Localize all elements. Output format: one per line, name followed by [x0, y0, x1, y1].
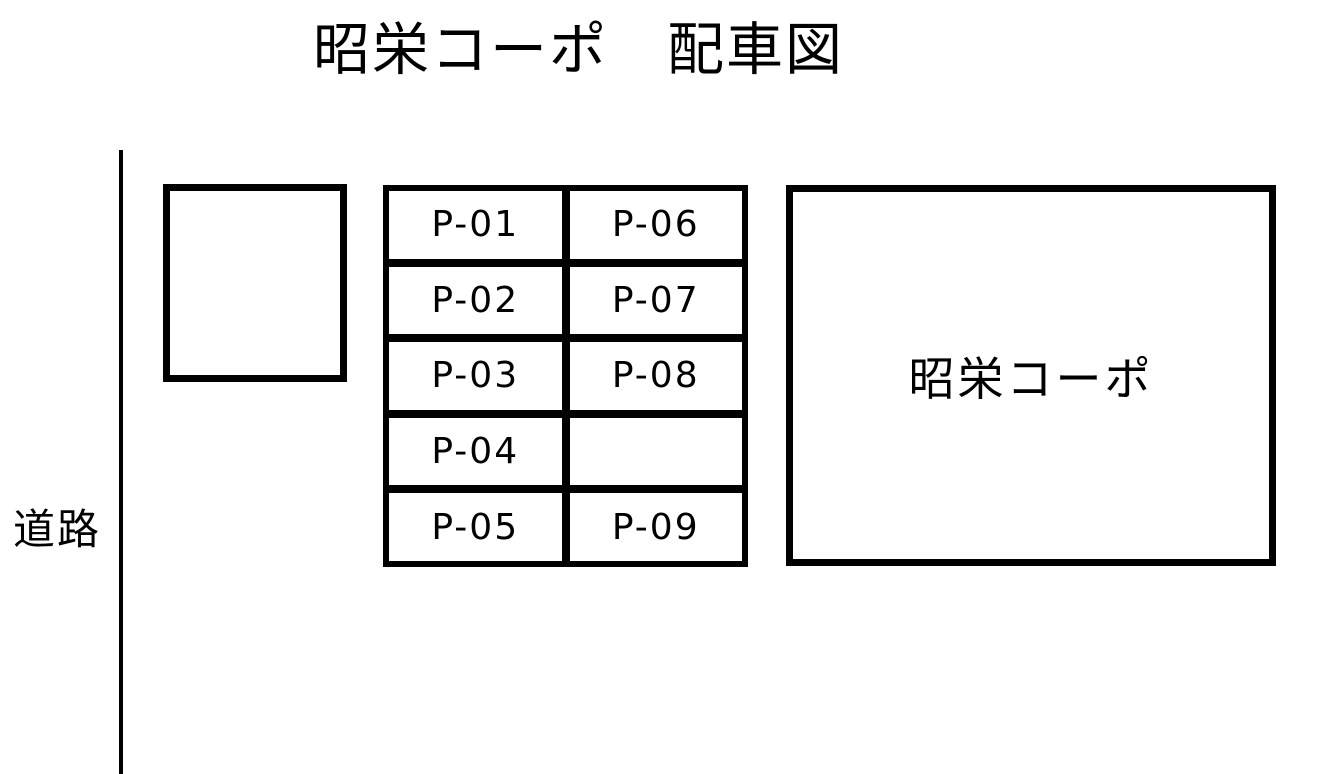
parking-grid: P-01 P-06 P-02 P-07 P-03 P-08 P-04 P-05 … — [383, 185, 748, 567]
parking-space-p04: P-04 — [389, 417, 562, 486]
building-box: 昭栄コーポ — [786, 185, 1276, 566]
parking-space-p02: P-02 — [389, 266, 562, 335]
parking-space-p07: P-07 — [569, 266, 742, 335]
parking-space-p01: P-01 — [389, 191, 562, 259]
road-line — [119, 150, 123, 774]
parking-space-empty — [569, 417, 742, 486]
parking-space-p03: P-03 — [389, 342, 562, 410]
parking-space-p08: P-08 — [569, 342, 742, 410]
parking-space-p09: P-09 — [569, 493, 742, 561]
vacant-lot-box — [163, 184, 347, 382]
diagram-title: 昭栄コーポ 配車図 — [313, 17, 844, 83]
parking-space-p05: P-05 — [389, 493, 562, 561]
building-label: 昭栄コーポ — [908, 351, 1154, 406]
road-label: 道路 — [13, 505, 102, 554]
parking-space-p06: P-06 — [569, 191, 742, 259]
